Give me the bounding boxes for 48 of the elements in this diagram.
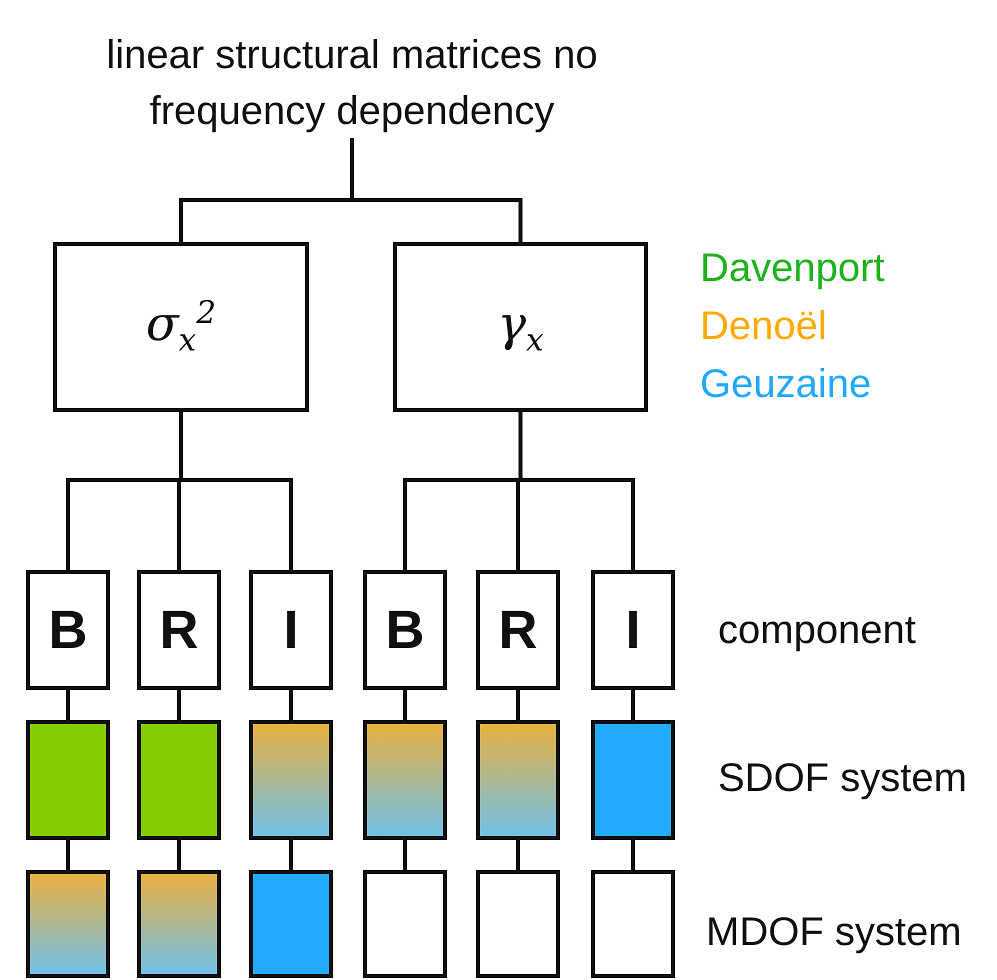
system-box (249, 720, 333, 840)
component-letter: R (498, 599, 538, 661)
system-box (26, 870, 110, 978)
connector-line (289, 840, 293, 870)
row-label: MDOF system (706, 910, 962, 955)
connector-line (518, 412, 635, 570)
component-box (591, 570, 675, 690)
system-box (137, 870, 221, 978)
legend-entry: Denoël (700, 304, 827, 349)
system-box (591, 870, 675, 978)
symbol-box (393, 242, 648, 412)
connector-line (179, 412, 293, 570)
connector-line (403, 690, 407, 720)
row-label: SDOF system (718, 756, 967, 801)
connector-line (631, 840, 635, 870)
system-box (363, 870, 447, 978)
math-symbol: γ$_{x}$ (497, 296, 544, 358)
connector-line (516, 690, 520, 720)
component-box (363, 570, 447, 690)
component-box (26, 570, 110, 690)
legend-entry: Geuzaine (700, 362, 872, 407)
component-box (249, 570, 333, 690)
system-box (476, 720, 560, 840)
connector-line (66, 840, 70, 870)
component-box (476, 570, 560, 690)
component-letter: I (283, 599, 298, 661)
component-letter: R (160, 599, 198, 661)
connector-line (403, 840, 407, 870)
connector-line (66, 690, 70, 720)
heading-text: linear structural matrices no frequency dependency (102, 28, 602, 138)
connector-line (177, 690, 181, 720)
system-box (476, 870, 560, 978)
connector-line (177, 840, 181, 870)
component-letter: B (48, 599, 88, 661)
component-letter: B (386, 599, 424, 661)
component-letter: I (625, 599, 640, 661)
connector-line (289, 690, 293, 720)
component-box (137, 570, 221, 690)
system-box (137, 720, 221, 840)
legend-entry: Davenport (700, 246, 885, 291)
system-box (26, 720, 110, 840)
system-box (249, 870, 333, 978)
connector-line (516, 840, 520, 870)
system-box (363, 720, 447, 840)
row-label: component (718, 608, 916, 653)
system-box (591, 720, 675, 840)
connector-line (631, 690, 635, 720)
symbol-box (53, 242, 309, 412)
